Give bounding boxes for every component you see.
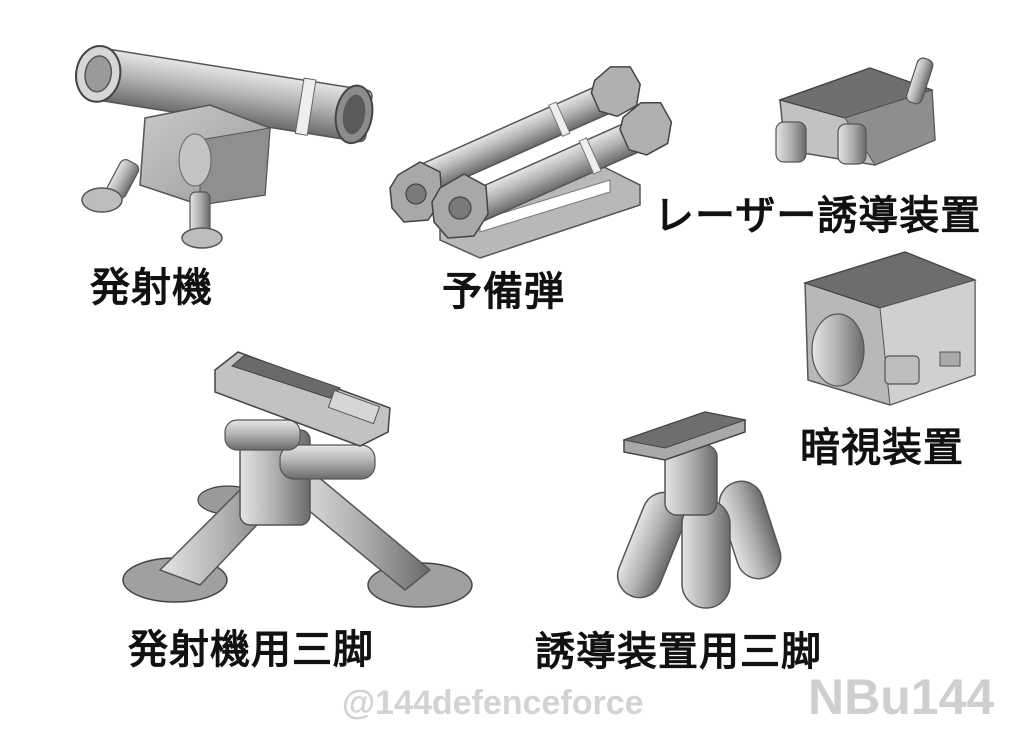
- launcher-tripod-model: [122, 351, 473, 608]
- launcher-model: [75, 45, 374, 249]
- laser-guidance-label: レーザー誘導装置: [654, 193, 982, 239]
- reserve-missile-label: 予備弾: [442, 269, 565, 315]
- launcher-tripod-label: 発射機用三脚: [128, 627, 374, 673]
- laser-guidance-model: [775, 57, 936, 166]
- launcher-label: 発射機: [90, 265, 213, 311]
- guidance-tripod-label: 誘導装置用三脚: [535, 629, 822, 675]
- night-vision-model: [803, 251, 977, 406]
- guidance-tripod-model: [616, 411, 782, 609]
- author-handle-credit: @144defenceforce: [342, 684, 644, 722]
- reserve-missile-model: [389, 66, 673, 259]
- night-vision-label: 暗視装置: [800, 425, 964, 471]
- brand-credit: NBu144: [808, 669, 995, 725]
